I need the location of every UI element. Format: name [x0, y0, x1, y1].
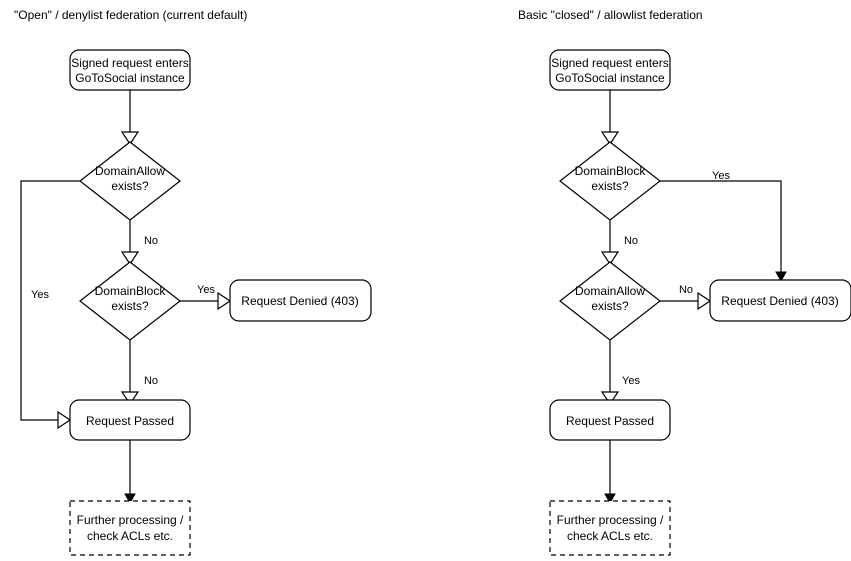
edge-domainblock-yes-to-denied-right: Yes [660, 170, 787, 283]
node-request-passed-left: Request Passed [69, 399, 191, 441]
node-further-processing-right-line2: check ACLs etc. [567, 529, 653, 543]
arrow-filled-icon [124, 493, 136, 505]
arrow-filled-icon [604, 493, 616, 505]
diagram-title-closed-allowlist: Basic "closed" / allowlist federation [518, 8, 703, 22]
node-further-processing-right-shape [549, 500, 671, 556]
edge-label-domainblock-no-left: No [144, 375, 158, 387]
arrow-open-icon [600, 131, 620, 146]
node-decision-domainallow-right-line1: DomainAllow [575, 284, 645, 298]
node-request-denied-right-shape [709, 279, 851, 322]
node-request-passed-right-label: Request Passed [566, 414, 654, 428]
node-decision-domainblock-left-line1: DomainBlock [95, 284, 167, 298]
node-further-processing-left-line2: check ACLs etc. [87, 529, 173, 543]
node-request-passed-right: Request Passed [549, 399, 671, 441]
node-decision-domainallow-left-line2: exists? [111, 179, 149, 193]
node-decision-domainblock-left: DomainBlock exists? [79, 261, 181, 341]
node-request-denied-right-label: Request Denied (403) [721, 294, 838, 308]
node-decision-domainallow-left: DomainAllow exists? [79, 141, 181, 221]
node-further-processing-right-line1: Further processing / [557, 513, 664, 527]
edge-label-domainallow-no-right: No [679, 284, 693, 296]
edge-start-to-domainallow [120, 90, 140, 146]
arrow-open-icon [57, 410, 72, 430]
node-request-denied-left-shape [229, 279, 372, 322]
node-decision-domainallow-right: DomainAllow exists? [559, 261, 661, 341]
node-decision-domainblock-right-line1: DomainBlock [575, 164, 647, 178]
edge-domainblock-no-to-passed-left: No [120, 340, 158, 406]
node-further-processing-right: Further processing / check ACLs etc. [549, 500, 671, 556]
node-decision-domainblock-right-line2: exists? [591, 179, 629, 193]
arrow-open-icon [120, 391, 140, 406]
node-request-denied-left: Request Denied (403) [229, 279, 372, 322]
node-request-denied-right: Request Denied (403) [709, 279, 851, 322]
diagram-open-denylist: "Open" / denylist federation (current de… [14, 8, 372, 556]
node-decision-domainallow-left-line1: DomainAllow [95, 164, 165, 178]
node-start-left: Signed request enters GoToSocial instanc… [69, 49, 191, 91]
arrow-open-icon [600, 391, 620, 406]
edge-domainallow-yes-to-passed: Yes [20, 180, 80, 430]
edge-label-domainallow-yes-left: Yes [31, 289, 49, 301]
edge-label-domainallow-no-left: No [144, 235, 158, 247]
arrow-open-icon [217, 291, 232, 311]
node-start-left-line2: GoToSocial instance [75, 71, 185, 85]
node-decision-domainblock-right: DomainBlock exists? [559, 141, 661, 221]
edge-passed-to-further-right [604, 440, 616, 505]
node-start-right: Signed request enters GoToSocial instanc… [549, 49, 671, 91]
edge-start-to-domainblock-right [600, 90, 620, 146]
node-further-processing-left-line1: Further processing / [77, 513, 184, 527]
node-start-left-line1: Signed request enters [71, 56, 188, 70]
arrow-open-icon [600, 251, 620, 266]
node-start-right-line1: Signed request enters [551, 56, 668, 70]
edge-label-domainblock-yes-right: Yes [712, 170, 730, 182]
node-start-right-line2: GoToSocial instance [555, 71, 665, 85]
edge-label-domainallow-yes-right: Yes [622, 375, 640, 387]
node-decision-domainblock-left-line2: exists? [111, 299, 149, 313]
edge-domainblock-no-to-domainallow-right: No [600, 220, 638, 266]
node-further-processing-left-shape [69, 500, 191, 556]
node-request-passed-left-label: Request Passed [86, 414, 174, 428]
arrow-filled-icon [775, 271, 787, 283]
edge-domainallow-no-to-denied-right: No [660, 284, 712, 311]
arrow-open-icon [120, 251, 140, 266]
edge-domainallow-no-to-domainblock: No [120, 220, 158, 266]
node-request-denied-left-label: Request Denied (403) [241, 294, 358, 308]
edge-domainblock-yes-to-denied-left: Yes [180, 284, 232, 311]
edge-label-domainblock-yes-left: Yes [197, 284, 215, 296]
diagram-closed-allowlist: Basic "closed" / allowlist federation Si… [518, 8, 851, 556]
arrow-open-icon [120, 131, 140, 146]
edge-domainallow-yes-to-passed-right: Yes [600, 340, 640, 406]
edge-label-domainblock-no-right: No [624, 235, 638, 247]
edge-passed-to-further-left [124, 440, 136, 505]
arrow-open-icon [697, 291, 712, 311]
diagram-title-open-denylist: "Open" / denylist federation (current de… [14, 8, 247, 22]
node-decision-domainallow-right-line2: exists? [591, 299, 629, 313]
node-further-processing-left: Further processing / check ACLs etc. [69, 500, 191, 556]
